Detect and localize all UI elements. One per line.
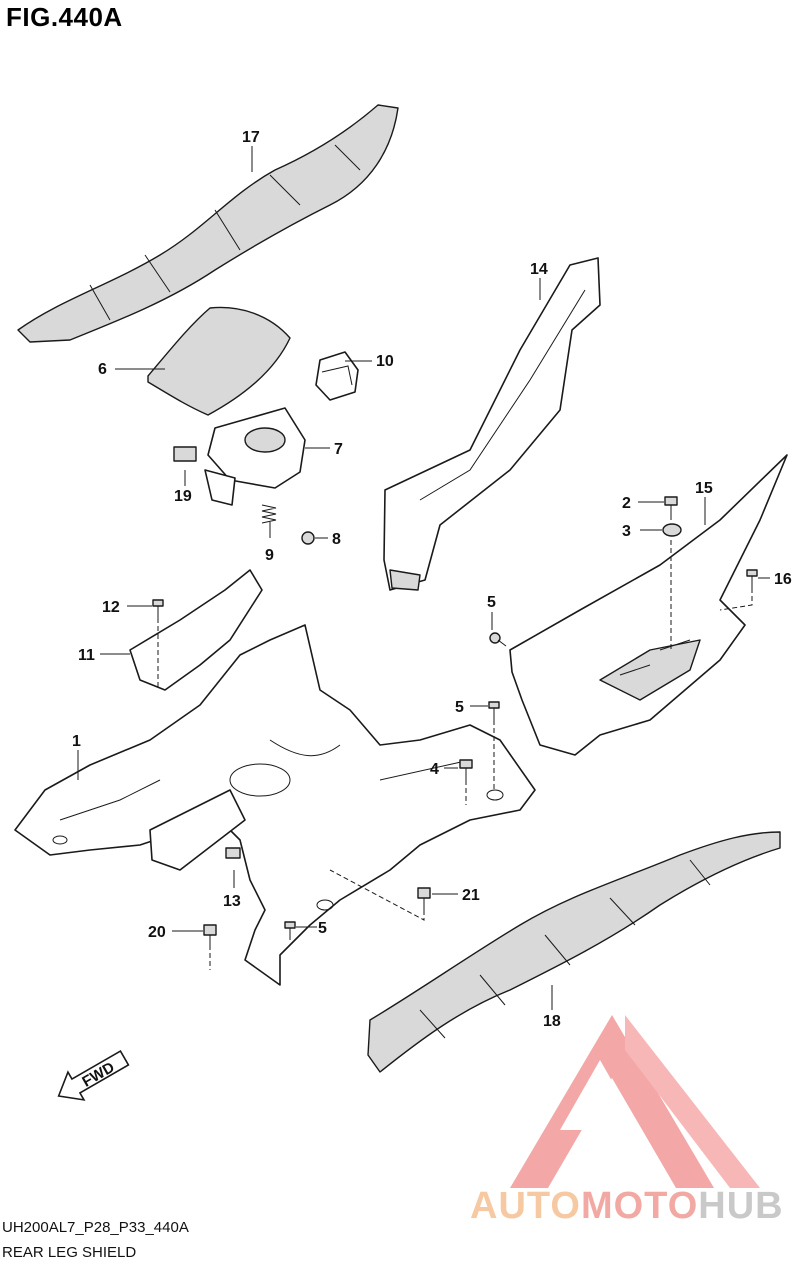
callout-5-middle: 5	[455, 699, 464, 716]
callout-11: 11	[78, 647, 95, 664]
callout-5-lower: 5	[318, 920, 327, 937]
figure-code: UH200AL7_P28_P33_440A	[2, 1219, 189, 1236]
callout-17: 17	[242, 129, 260, 146]
screw-12	[152, 599, 164, 618]
callout-14: 14	[530, 261, 548, 278]
callout-1: 1	[72, 733, 81, 750]
part-19-clip	[173, 446, 197, 462]
part-11-bracket-plate	[129, 569, 263, 691]
callout-7: 7	[334, 441, 343, 458]
callout-18: 18	[543, 1013, 561, 1030]
screw-4	[459, 759, 473, 780]
callout-19: 19	[174, 488, 192, 505]
screw-5c	[284, 921, 296, 940]
part-14-side-cover	[383, 257, 601, 591]
callout-3: 3	[622, 523, 631, 540]
part-10-bracket	[315, 351, 359, 401]
callout-10: 10	[376, 353, 394, 370]
leader-lines	[77, 146, 770, 1010]
watermark-moto: MOTO	[580, 1185, 699, 1227]
fwd-arrow: FWD	[57, 1049, 130, 1101]
part-8-screw	[301, 531, 315, 545]
part-7-lid	[204, 407, 306, 506]
callout-12: 12	[102, 599, 120, 616]
callout-labels: 17 14 6 10 7 19 9 8 2 15 3 16 12 5 11 1 …	[72, 129, 792, 1030]
grommet-3	[662, 523, 682, 537]
part-6-cover-pad	[147, 306, 291, 416]
part-13-bracket	[149, 789, 246, 871]
callout-20: 20	[148, 924, 166, 941]
callout-4: 4	[430, 761, 439, 778]
callout-13: 13	[223, 893, 241, 910]
part-17-floor-mat-upper	[17, 104, 399, 343]
screw-16	[746, 569, 758, 588]
callout-16: 16	[774, 571, 792, 588]
watermark-auto: AUTO	[470, 1185, 581, 1227]
watermark-hub: HUB	[698, 1185, 784, 1227]
screw-5a	[489, 632, 507, 647]
callout-2: 2	[622, 495, 631, 512]
figure-caption: REAR LEG SHIELD	[2, 1244, 137, 1261]
assembly-lines	[157, 540, 753, 970]
screw-21	[417, 887, 431, 910]
callout-5-upper: 5	[487, 594, 496, 611]
callout-15: 15	[695, 480, 713, 497]
screw-2	[664, 496, 678, 520]
watermark-text: AUTOMOTOHUB	[470, 1185, 784, 1228]
callout-9: 9	[265, 547, 274, 564]
watermark-logo	[510, 1015, 760, 1188]
part-15-floor-side-panel	[509, 454, 788, 756]
callout-21: 21	[462, 887, 480, 904]
callout-6: 6	[98, 361, 107, 378]
figure-title: FIG.440A	[6, 2, 123, 32]
screw-20	[203, 924, 217, 945]
part-18-floor-mat-lower	[367, 831, 781, 1073]
screw-5b	[488, 701, 500, 720]
callout-8: 8	[332, 531, 341, 548]
part-9-spring	[261, 504, 277, 524]
part-1-rear-leg-shield	[14, 624, 536, 986]
